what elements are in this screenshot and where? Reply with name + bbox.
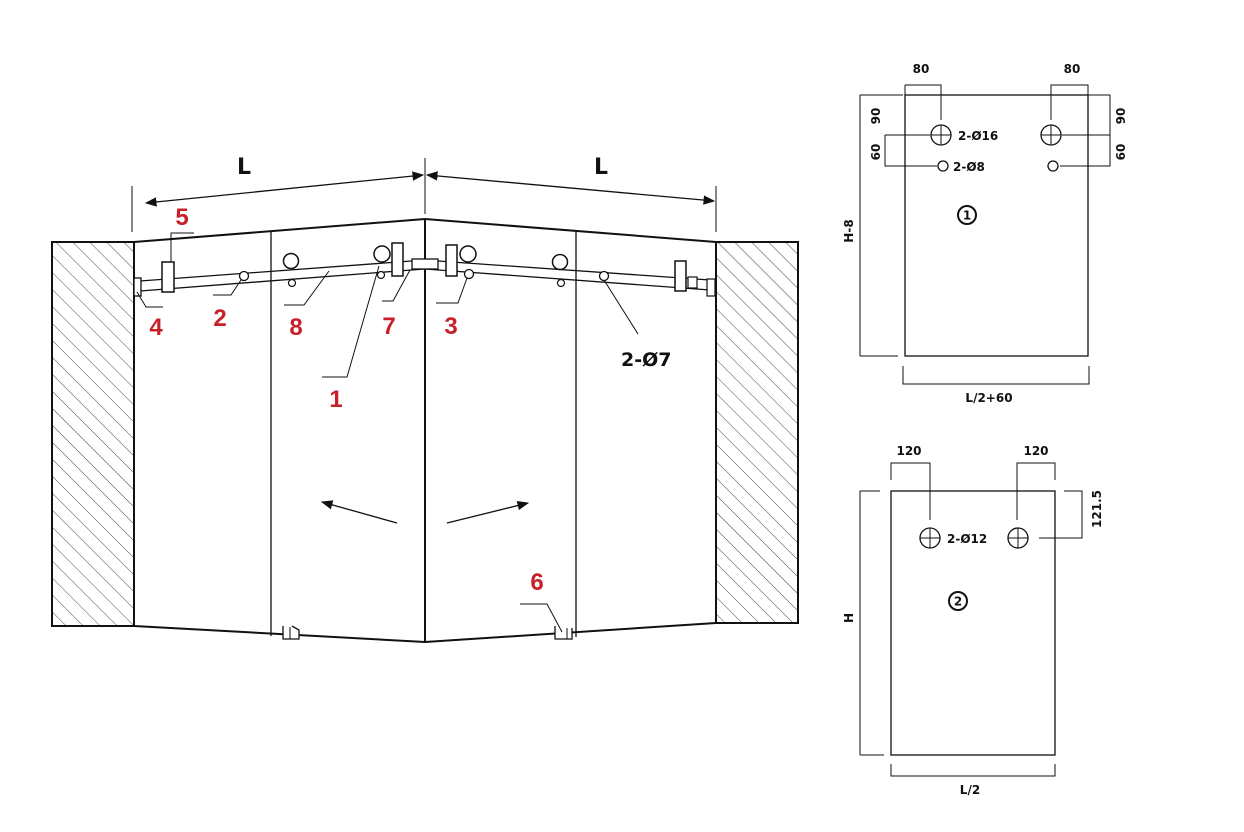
part-label-8: 8 xyxy=(289,314,302,341)
panel-1-dim-left-90: 90 xyxy=(869,108,883,125)
leader-lines xyxy=(136,232,639,633)
panel-1-dim-right-60: 60 xyxy=(1114,144,1128,161)
roller-wheel xyxy=(551,253,569,271)
panel-1-hole-small-spec: 2-Ø8 xyxy=(953,160,985,174)
panel-1-dim-top-left: 80 xyxy=(913,62,930,76)
rail-fittings xyxy=(133,242,716,297)
part-label-2: 2 xyxy=(213,305,226,332)
wall-bracket-right-a xyxy=(687,276,698,289)
panel-1-height: H-8 xyxy=(842,219,856,242)
panel-1-marker-label: 1 xyxy=(963,209,971,223)
main-enclosure-drawing: L L 5 4 2 8 1 7 3 6 2-Ø7 xyxy=(51,155,799,644)
panel-2-hole xyxy=(919,527,941,549)
connector-center xyxy=(411,258,439,270)
panel-1-hole-small xyxy=(937,160,949,172)
roller-bracket-right xyxy=(445,244,458,277)
left-wall xyxy=(51,241,135,627)
rail-hole xyxy=(287,278,297,288)
panel-2-marker xyxy=(948,591,968,611)
panel-1-hole-small xyxy=(1047,160,1059,172)
rail-hole xyxy=(376,270,386,280)
roller-wheel xyxy=(459,245,477,263)
rail-hole xyxy=(556,278,566,288)
panel-1-dim-left-60: 60 xyxy=(869,144,883,161)
part-label-1: 1 xyxy=(329,386,342,413)
panel-2-dim-top-right: 120 xyxy=(1023,444,1048,458)
panel-2-detail: 120 120 H 121.5 L/2 2-Ø12 2 xyxy=(842,444,1104,797)
wall-bracket-right-b xyxy=(706,278,716,297)
bottom-guide-6 xyxy=(554,626,573,640)
bottom-guides xyxy=(282,625,573,640)
bottom-guide-left xyxy=(282,625,300,640)
opening-arrow-left xyxy=(320,500,398,524)
panel-2-dim-right: 121.5 xyxy=(1090,490,1104,528)
wall-bracket-left xyxy=(133,277,142,297)
panel-1-dim-top-right: 80 xyxy=(1064,62,1081,76)
rail-hole-spec: 2-Ø7 xyxy=(621,349,671,371)
roller-wheel xyxy=(373,245,391,263)
glass-panels xyxy=(133,217,717,644)
part-label-5: 5 xyxy=(175,204,188,231)
panel-1-detail: 80 80 90 60 H-8 90 60 L/2+60 2-Ø xyxy=(842,62,1128,405)
rail-hole xyxy=(598,270,610,282)
dimension-lines xyxy=(131,158,717,232)
panel-2-glass xyxy=(890,490,1056,756)
right-wall xyxy=(715,241,799,624)
panel-1-glass xyxy=(904,94,1089,357)
dim-label-right: L xyxy=(594,155,608,180)
panel-2-marker-label: 2 xyxy=(954,595,962,609)
part-label-4: 4 xyxy=(149,314,163,341)
panel-1-marker xyxy=(957,205,977,225)
panel-1-width: L/2+60 xyxy=(965,391,1012,405)
rail-hole xyxy=(238,270,250,282)
roller-wheel xyxy=(282,252,300,270)
stopper-5 xyxy=(161,261,175,293)
dim-label-left: L xyxy=(237,155,251,180)
panel-1-dim-right-90: 90 xyxy=(1114,108,1128,125)
part-label-7: 7 xyxy=(382,313,395,340)
panel-2-width: L/2 xyxy=(960,783,980,797)
opening-arrow-right xyxy=(446,500,530,524)
panel-2-hole-spec: 2-Ø12 xyxy=(947,532,987,546)
part-label-6: 6 xyxy=(530,569,543,596)
panel-1-hole-large xyxy=(1040,124,1062,146)
panel-1-hole-large-spec: 2-Ø16 xyxy=(958,129,998,143)
stopper-right xyxy=(674,260,687,292)
part-label-3: 3 xyxy=(444,313,457,340)
panel-1-hole-large xyxy=(930,124,952,146)
panel-2-hole xyxy=(1007,527,1029,549)
rail-hole xyxy=(463,268,475,280)
panel-2-dim-top-left: 120 xyxy=(896,444,921,458)
roller-bracket-left xyxy=(391,242,404,277)
panel-2-height: H xyxy=(842,613,856,623)
